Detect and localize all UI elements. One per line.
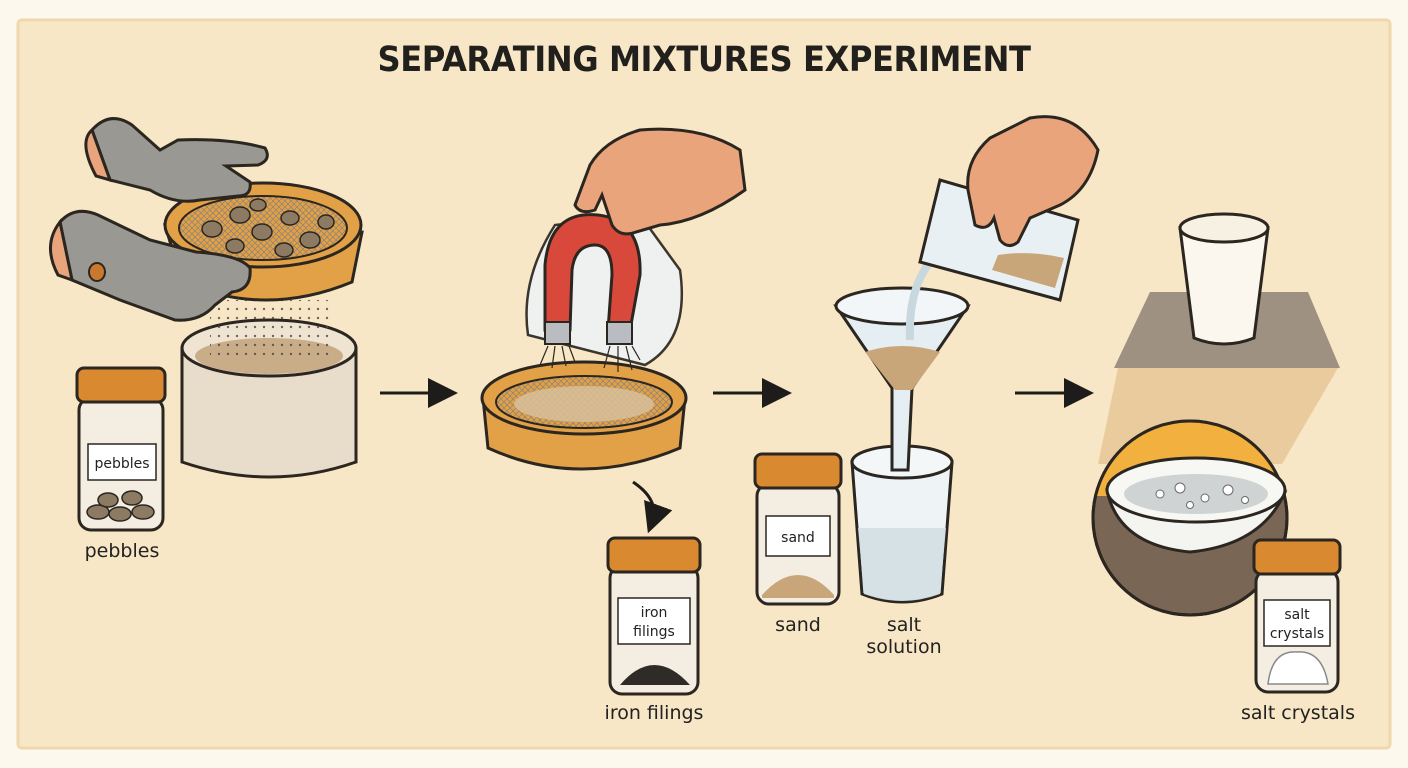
- arrow-down-icon: [632, 480, 673, 534]
- magnet-icon: [539, 213, 642, 372]
- salt-solution-caption-line1: salt: [886, 614, 922, 636]
- evaporating-dish-icon: [1105, 456, 1288, 554]
- salt-jar-label-line2: crystals: [1270, 626, 1324, 642]
- salt-crystals-jar-icon: salt crystals: [1252, 538, 1342, 694]
- pebbles-jar-label: pebbles: [94, 456, 149, 472]
- beaker-icon: [850, 444, 954, 604]
- diagram-title: SEPARATING MIXTURES EXPERIMENT: [377, 40, 1031, 80]
- hand-icon: [573, 127, 747, 236]
- step3-filtering-illustration: sand: [753, 115, 1100, 606]
- pouring-stream: [905, 259, 934, 341]
- salt-solution-caption-line2: solution: [866, 636, 942, 658]
- pebbles-caption: pebbles: [84, 540, 160, 562]
- pebbles-jar-icon: pebbles: [75, 366, 167, 532]
- iron-jar-label-line1: iron: [641, 605, 668, 621]
- funnel-icon: [833, 286, 971, 472]
- salt-solution-caption: salt solution: [852, 614, 956, 658]
- hand-icon: [966, 115, 1100, 247]
- salt-crystals-caption: salt crystals: [1241, 702, 1355, 724]
- step4-evaporation-illustration: salt crystals: [1091, 212, 1342, 694]
- iron-filings-caption: iron filings: [604, 702, 704, 724]
- sand-jar-icon: sand: [753, 452, 843, 606]
- iron-filings-jar-icon: iron filings: [606, 536, 702, 696]
- sand-jar-label: sand: [781, 530, 815, 546]
- cup-icon: [1178, 212, 1270, 346]
- step2-magnet-illustration: iron filings: [480, 127, 747, 696]
- salt-jar-label-line1: salt: [1284, 607, 1310, 623]
- iron-jar-label-line2: filings: [633, 624, 675, 640]
- bucket-icon: [180, 300, 358, 479]
- glove-hand-icon: [49, 117, 269, 322]
- sand-caption: sand: [775, 614, 821, 636]
- step1-sieving-illustration: pebbles: [49, 117, 364, 532]
- sieve-icon: [480, 360, 688, 471]
